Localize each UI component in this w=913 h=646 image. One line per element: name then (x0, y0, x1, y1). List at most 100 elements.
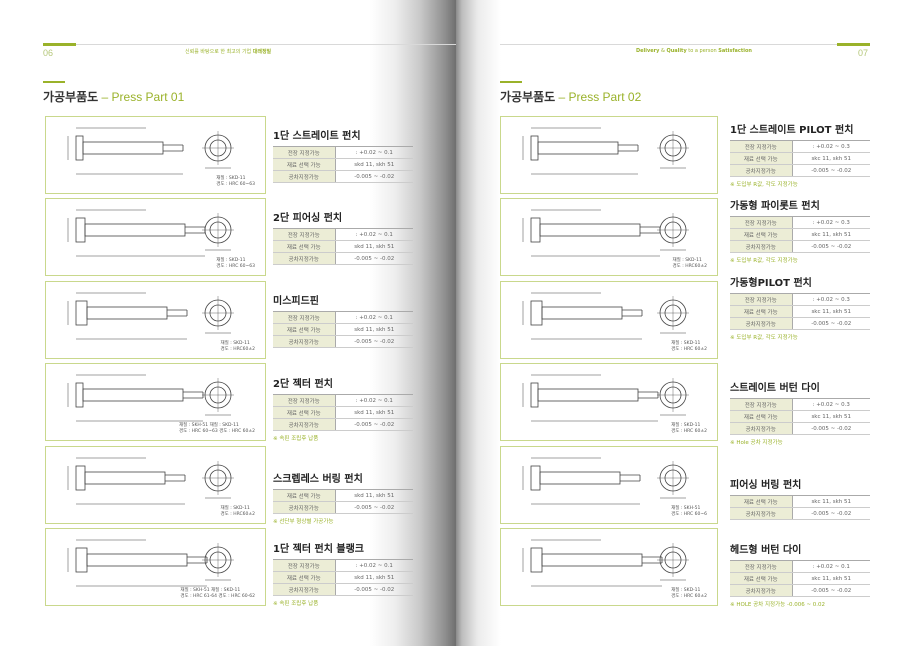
technical-drawing (67, 292, 234, 340)
spec-label: 공차지정가능 (273, 252, 336, 265)
product-title: 2단 피어싱 펀치 (273, 213, 343, 224)
spec-label: 공차지정가능 (730, 422, 793, 435)
material-spec-line: 경도 : HRC60±2 (220, 512, 255, 517)
spec-label: 재료 선택 가능 (273, 571, 336, 584)
spec-note: ※ 도입부 R값, 각도 지정가능 (730, 335, 798, 341)
spec-value: : +0.02 ~ 0.1 (335, 559, 413, 572)
spec-value: : +0.02 ~ 0.1 (335, 394, 413, 407)
spec-value: -0.005 ~ -0.02 (792, 240, 870, 253)
header-rule (43, 44, 456, 45)
product-title: 헤드형 버턴 다이 (730, 545, 802, 556)
spec-row: 공차지정가능-0.005 ~ -0.02 (730, 422, 870, 435)
spec-note: ※ 속핀 조립후 납품 (273, 436, 319, 442)
material-spec-line: 재질 : SKH-51 재질 : SKD-11 (178, 423, 239, 428)
header-accent-bar (43, 43, 76, 46)
spec-value: skd 11, skh 51 (335, 323, 413, 336)
spec-row: 공차지정가능-0.005 ~ -0.02 (730, 507, 870, 520)
spec-value: : +0.02 ~ 0.3 (792, 398, 870, 411)
spec-label: 재료 선택 가능 (273, 240, 336, 253)
spec-label: 공차지정가능 (273, 583, 336, 596)
technical-drawing (67, 539, 234, 587)
spec-label: 전장 지정가능 (730, 140, 793, 153)
spec-label: 공차지정가능 (730, 164, 793, 177)
spec-label: 공차지정가능 (273, 170, 336, 183)
spec-note: ※ Hole 공차 지정가능 (730, 440, 783, 446)
spec-label: 전장 지정가능 (273, 311, 336, 324)
spec-label: 전장 지정가능 (730, 216, 793, 229)
material-spec-line: 경도 : HRC 60~6 (671, 512, 707, 517)
spec-label: 재료 선택 가능 (273, 489, 336, 502)
product-title: 2단 젝터 펀치 (273, 379, 333, 390)
spec-row: 공차지정가능-0.005 ~ -0.02 (730, 317, 870, 330)
technical-drawing (522, 539, 689, 587)
material-spec-line: 재질 : SKH-51 재질 : SKD-11 (180, 588, 241, 593)
spec-value: : +0.02 ~ 0.1 (792, 560, 870, 573)
left-page: 06 신뢰를 바탕으로 한 최고의 기업 대래정밀 가공부품도 – Press … (0, 0, 456, 646)
spec-label: 전장 지정가능 (730, 293, 793, 306)
tagline-quality: Quality (666, 48, 687, 54)
product-title: 스트레이트 버턴 다이 (730, 383, 820, 394)
spec-label: 공차지정가능 (730, 584, 793, 597)
technical-drawing (67, 457, 234, 505)
product-title: 1단 젝터 펀치 블랭크 (273, 544, 365, 555)
page-title-ko: 가공부품도 (43, 90, 99, 104)
spec-label: 전장 지정가능 (273, 228, 336, 241)
material-spec-line: 경도 : HRC 61-64 경도 : HRC 60-62 (180, 594, 255, 599)
product-title: 1단 스트레이트 펀치 (273, 131, 361, 142)
material-spec-line: 재질 : SKD-11 (671, 341, 701, 346)
product-title: 피어싱 버링 펀치 (730, 480, 802, 491)
spec-value: : +0.02 ~ 0.1 (335, 228, 413, 241)
spec-label: 재료 선택 가능 (730, 228, 793, 241)
spec-value: -0.005 ~ -0.02 (335, 418, 413, 431)
spec-value: skd 11, skh 51 (335, 489, 413, 502)
spec-value: -0.005 ~ -0.02 (792, 584, 870, 597)
spec-value: skc 11, skh 51 (792, 305, 870, 318)
spec-value: : +0.02 ~ 0.3 (792, 140, 870, 153)
spec-row: 전장 지정가능: +0.02 ~ 0.1 (273, 311, 413, 324)
material-spec-line: 재질 : SKD-11 (672, 258, 702, 263)
spec-row: 전장 지정가능: +0.02 ~ 0.1 (273, 146, 413, 159)
material-spec-line: 경도 : HRC 60±2 (671, 594, 707, 599)
right-page: 07 Delivery & Quality to a person Satisf… (456, 0, 913, 646)
title-accent-bar (43, 81, 65, 83)
header-accent-bar (837, 43, 870, 46)
page-title-en: – Press Part 01 (98, 90, 185, 104)
spec-label: 재료 선택 가능 (730, 152, 793, 165)
spec-row: 전장 지정가능: +0.02 ~ 0.1 (730, 560, 870, 573)
material-spec-line: 경도 : HRC60±2 (672, 264, 707, 269)
spec-row: 전장 지정가능: +0.02 ~ 0.1 (273, 394, 413, 407)
spec-row: 공차지정가능-0.005 ~ -0.02 (730, 164, 870, 177)
spec-value: skd 11, skh 51 (335, 158, 413, 171)
spec-label: 전장 지정가능 (730, 560, 793, 573)
product-title: 가동형 파이롯트 펀치 (730, 201, 820, 212)
spec-value: : +0.02 ~ 0.3 (792, 293, 870, 306)
spec-label: 공차지정가능 (730, 240, 793, 253)
